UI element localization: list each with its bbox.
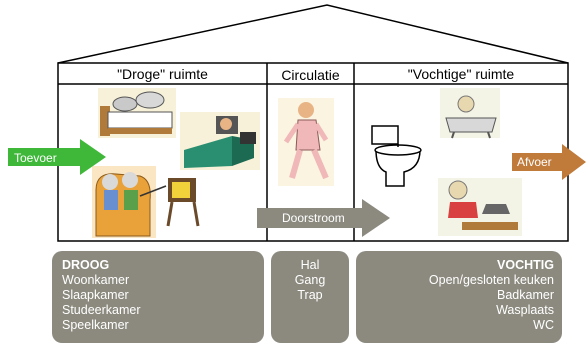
living-room-icon (92, 166, 200, 238)
exhaust-arrow-label: Afvoer (517, 155, 552, 169)
panel-dry-heading: DROOG (62, 258, 110, 272)
panel-dry: DROOG Woonkamer Slaapkamer Studeerkamer … (52, 251, 264, 343)
section-title-circulation: Circulatie (281, 67, 340, 83)
roof-outline (57, 4, 569, 64)
study-desk-icon (180, 112, 260, 170)
laundry-icon (438, 178, 522, 236)
walking-person-icon (278, 98, 334, 186)
section-title-dry: "Droge" ruimte (117, 66, 208, 82)
supply-arrow (8, 139, 106, 175)
panel-dry-item: Slaapkamer (62, 288, 129, 302)
throughflow-arrow (257, 199, 390, 237)
panel-wet-item: Badkamer (497, 288, 554, 302)
panel-dry-item: Woonkamer (62, 273, 130, 287)
panel-wet-heading: VOCHTIG (497, 258, 554, 272)
toilet-icon (371, 125, 422, 187)
panel-wet-item: Open/gesloten keuken (428, 273, 554, 287)
exhaust-arrow (512, 144, 586, 180)
panel-circulation: Hal Gang Trap (271, 251, 349, 343)
panel-circulation-item: Gang (294, 273, 326, 287)
panel-wet-item: Wasplaats (496, 303, 554, 317)
supply-arrow-label: Toevoer (14, 151, 57, 165)
panel-circulation-item: Trap (297, 288, 323, 302)
panel-wet-item: WC (533, 318, 554, 332)
panel-dry-item: Speelkamer (62, 318, 129, 332)
bed-icon (98, 88, 176, 138)
panel-wet: VOCHTIG Open/gesloten keuken Badkamer Wa… (356, 251, 562, 343)
bathtub-icon (440, 88, 500, 139)
panel-dry-item: Studeerkamer (62, 303, 141, 317)
section-title-wet: "Vochtige" ruimte (407, 66, 515, 82)
throughflow-arrow-label: Doorstroom (282, 211, 345, 225)
panel-circulation-item: Hal (300, 258, 320, 272)
